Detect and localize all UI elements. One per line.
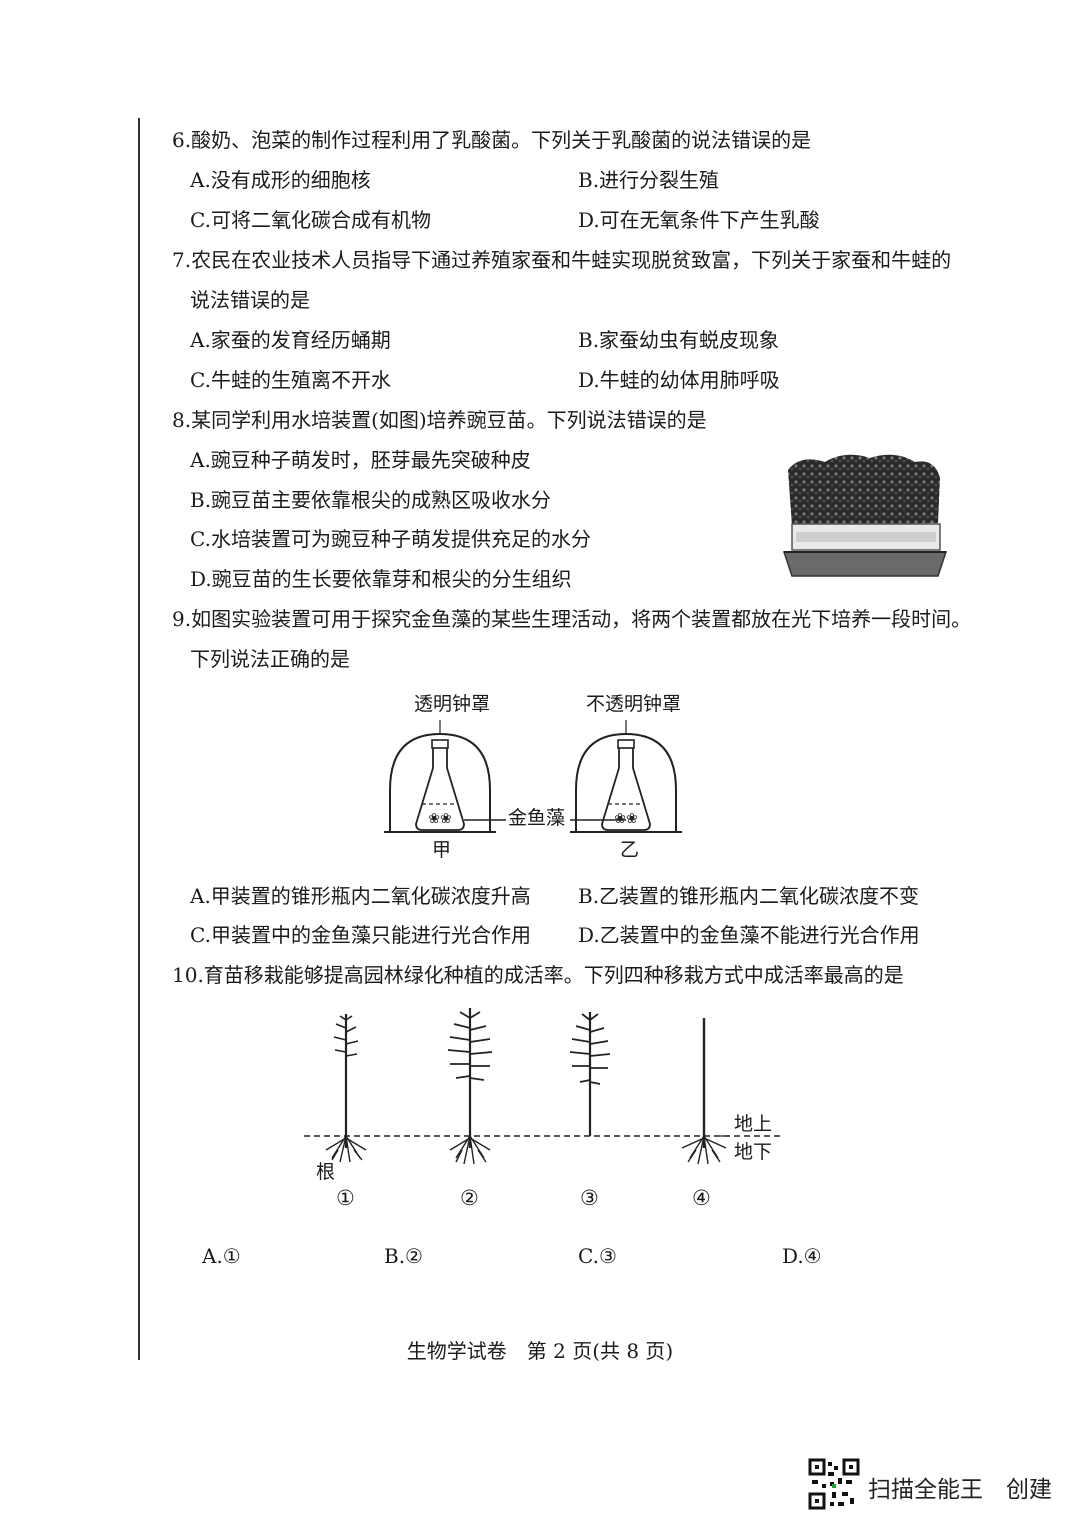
q9-option-b: B.乙装置的锥形瓶内二氧化碳浓度不变 [578,884,920,908]
q9-option-d: D.乙装置中的金鱼藻不能进行光合作用 [578,923,920,947]
q6-option-c: C.可将二氧化碳合成有机物 [190,208,431,232]
seedling-number-1: ① [336,1186,355,1210]
label-jia: 甲 [432,839,452,861]
q7-stem-line1: 7.农民在农业技术人员指导下通过养殖家蚕和牛蛙实现脱贫致富，下列关于家蚕和牛蛙的 [172,248,952,272]
label-below-ground: 地下 [734,1141,773,1163]
q7-option-d: D.牛蛙的幼体用肺呼吸 [578,368,780,392]
q6-option-a: A.没有成形的细胞核 [190,168,371,192]
label-opaque-bell-jar: 不透明钟罩 [586,693,682,715]
q8-option-c: C.水培装置可为豌豆种子萌发提供充足的水分 [190,527,591,551]
q9-stem-line1: 9.如图实验装置可用于探究金鱼藻的某些生理活动，将两个装置都放在光下培养一段时间… [172,607,972,631]
q8-option-b: B.豌豆苗主要依靠根尖的成熟区吸收水分 [190,488,552,512]
qr-code-icon [808,1458,860,1510]
q7-option-c: C.牛蛙的生殖离不开水 [190,368,391,392]
scanner-watermark: 扫描全能王 创建 [868,1477,1052,1503]
svg-text:❀❀: ❀❀ [428,811,451,827]
q9-option-a: A.甲装置的锥形瓶内二氧化碳浓度升高 [190,884,531,908]
q8-option-d: D.豌豆苗的生长要依靠芽和根尖的分生组织 [190,567,572,591]
q10-option-c: C.③ [578,1244,617,1268]
label-yi: 乙 [620,839,640,861]
q9-stem-line2: 下列说法正确的是 [190,647,350,671]
q8-option-a: A.豌豆种子萌发时，胚芽最先突破种皮 [190,448,531,472]
label-transparent-bell-jar: 透明钟罩 [414,693,491,715]
q8-stem: 8.某同学利用水培装置(如图)培养豌豆苗。下列说法错误的是 [172,408,707,432]
seedling-4 [681,1018,727,1165]
q7-option-a: A.家蚕的发育经历蛹期 [190,328,391,352]
q7-option-b: B.家蚕幼虫有蜕皮现象 [578,328,780,352]
svg-text:❀❀: ❀❀ [614,811,637,827]
pea-sprout-tray-image [782,454,948,577]
label-root: 根 [316,1161,336,1183]
q6-option-b: B.进行分裂生殖 [578,168,720,192]
binding-margin-line [138,118,140,1360]
q10-transplant-figure [304,1008,780,1165]
q9-bell-jar-figure: ❀❀ ❀❀ [384,720,682,833]
q10-option-b: B.② [384,1244,423,1268]
label-above-ground: 地上 [734,1113,773,1135]
seedling-number-2: ② [460,1186,479,1210]
seedling-3 [569,1012,611,1136]
seedling-number-4: ④ [692,1186,711,1210]
seedling-2 [447,1008,493,1165]
seedling-1 [325,1014,367,1163]
q10-stem: 10.育苗移栽能够提高园林绿化种植的成活率。下列四种移栽方式中成活率最高的是 [172,963,904,987]
q6-stem: 6.酸奶、泡菜的制作过程利用了乳酸菌。下列关于乳酸菌的说法错误的是 [172,128,812,152]
bell-jar-yi: ❀❀ [570,720,682,833]
q7-stem-line2: 说法错误的是 [190,288,310,312]
q9-option-c: C.甲装置中的金鱼藻只能进行光合作用 [190,923,531,947]
label-hornwort: 金鱼藻 [508,807,566,829]
q10-option-a: A.① [202,1244,241,1268]
seedling-number-3: ③ [580,1186,599,1210]
bell-jar-jia: ❀❀ [384,720,506,833]
page-footer: 生物学试卷 第 2 页(共 8 页) [406,1339,674,1363]
q6-option-d: D.可在无氧条件下产生乳酸 [578,208,820,232]
q10-option-d: D.④ [782,1244,822,1268]
